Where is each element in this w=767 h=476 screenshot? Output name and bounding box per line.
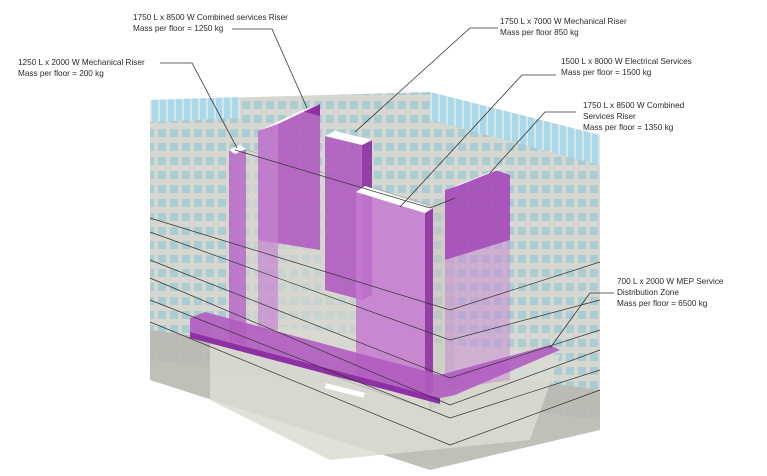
mep-distribution-zone-slab <box>190 312 560 404</box>
leader-mechanical-riser-large <box>354 27 498 133</box>
label-combined-riser-2: 1750 L x 8500 W Combined Services Riser … <box>583 101 685 132</box>
leader-lines <box>160 27 614 349</box>
riser-combined-2 <box>445 165 510 390</box>
riser-combined-1 <box>258 104 320 330</box>
label-mechanical-riser-small: 1250 L x 2000 W Mechanical Riser Mass pe… <box>18 58 145 78</box>
leader-electrical <box>399 74 556 208</box>
riser-mechanical-small <box>229 145 246 345</box>
leader-combined-riser-1 <box>232 28 308 109</box>
label-electrical-services: 1500 L x 8000 W Electrical Services Mass… <box>561 57 692 77</box>
label-mechanical-riser-large: 1750 L x 7000 W Mechanical Riser Mass pe… <box>500 17 627 37</box>
leader-mechanical-riser-small <box>160 62 238 149</box>
floor-plate-outlines <box>149 149 601 446</box>
label-mep-distribution-zone: 700 L x 2000 W MEP Service Distribution … <box>617 277 724 308</box>
leader-mep-zone <box>549 292 614 349</box>
leader-combined-riser-2 <box>489 111 576 174</box>
label-combined-riser-1: 1750 L x 8500 W Combined services Riser … <box>133 13 288 33</box>
riser-electrical <box>356 186 433 395</box>
